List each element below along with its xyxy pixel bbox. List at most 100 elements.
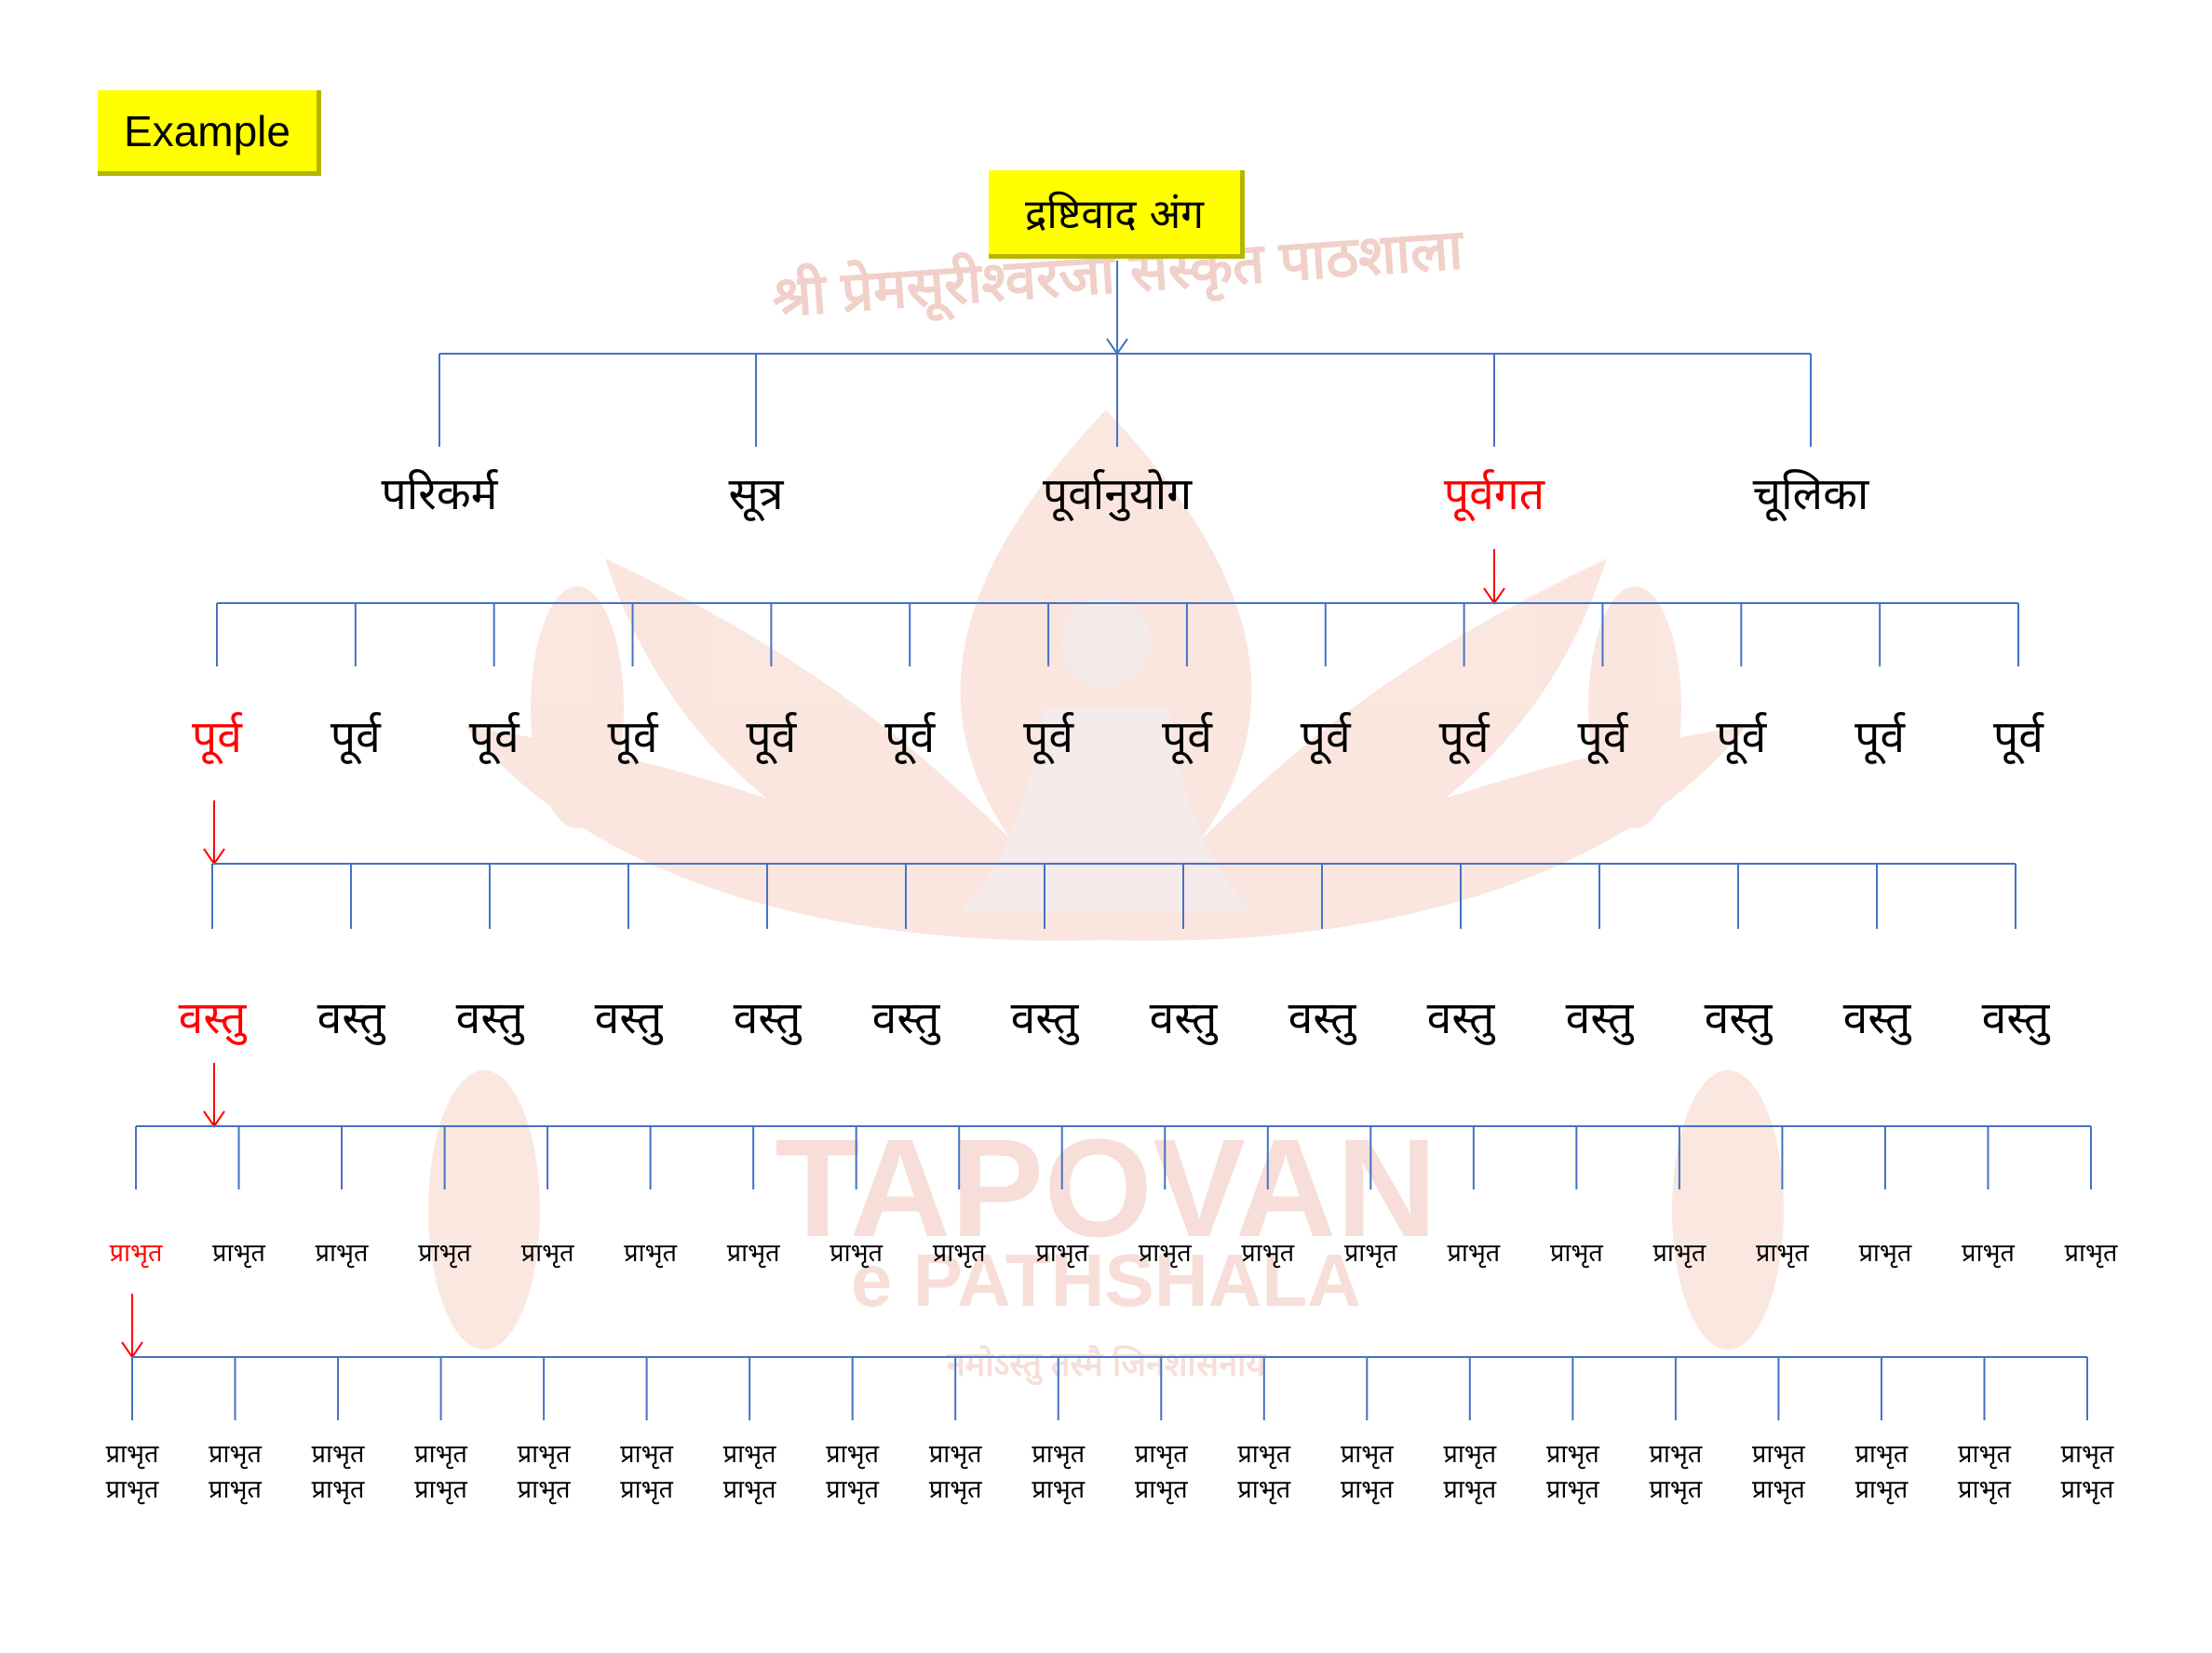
level5-label-line1: प्राभृत (1237, 1440, 1291, 1469)
level5-node: प्राभृत प्राभृत (620, 1437, 673, 1508)
level5-label-line1: प्राभृत (826, 1440, 880, 1469)
level4-node: प्राभृत (1858, 1239, 1912, 1268)
level4-node: प्राभृत (1549, 1239, 1603, 1268)
level5-label-line2: प्राभृत (1545, 1475, 1599, 1504)
level3-node: वस्तु (455, 992, 524, 1044)
level1-node: परिकर्म (381, 468, 498, 520)
level5-label-line2: प्राभृत (1032, 1475, 1086, 1504)
level5-label-line2: प्राभृत (722, 1475, 776, 1504)
level5-label-line1: प्राभृत (2060, 1440, 2114, 1469)
level2-node: पूर्व (468, 711, 519, 763)
level3-node: वस्तु (1704, 992, 1773, 1044)
level5-label-line1: प्राभृत (620, 1440, 673, 1469)
level3-node: वस्तु (178, 992, 247, 1044)
level5-label-line1: प्राभृत (1545, 1440, 1599, 1469)
level4-node: प्राभृत (520, 1239, 574, 1268)
level5-node: प्राभृत प्राभृत (1855, 1437, 1909, 1508)
level1-node: चूलिका (1752, 468, 1869, 520)
watermark-tagline: नमोऽस्तु तस्मै जिनशासनाय (946, 1345, 1266, 1383)
level5-node: प्राभृत प्राभृत (106, 1437, 159, 1508)
level4-node: प्राभृत (830, 1239, 883, 1268)
level5-label-line1: प्राभृत (1855, 1440, 1909, 1469)
level2-node: पूर्व (1300, 711, 1351, 763)
level5-label-line2: प्राभृत (311, 1475, 365, 1504)
level5-node: प्राभृत प्राभृत (1341, 1437, 1394, 1508)
level5-label-line2: प्राभृत (105, 1475, 159, 1504)
level2-node: पूर्व (746, 711, 797, 763)
level3-node: वस्तु (594, 992, 663, 1044)
level5-label-line2: प्राभृत (1855, 1475, 1909, 1504)
watermark-title: TAPOVAN (775, 1109, 1437, 1266)
level2-node: पूर्व (1438, 711, 1490, 763)
level2-node: पूर्व (607, 711, 658, 763)
level2-node: पूर्व (1716, 711, 1767, 763)
level5-label-line1: प्राभृत (517, 1440, 571, 1469)
level5-label-line1: प्राभृत (1752, 1440, 1805, 1469)
level5-label-line1: प्राभृत (1340, 1440, 1394, 1469)
level4-node: प्राभृत (932, 1239, 986, 1268)
level5-label-line2: प्राभृत (414, 1475, 467, 1504)
level5-node: प्राभृत प्राभृत (1752, 1437, 1805, 1508)
level4-node: प्राभृत (726, 1239, 780, 1268)
level5-label-line2: प्राभृत (1752, 1475, 1805, 1504)
level5-label-line1: प्राभृत (722, 1440, 776, 1469)
level4-node: प्राभृत (624, 1239, 677, 1268)
level5-label-line1: प्राभृत (928, 1440, 982, 1469)
level5-label-line1: प्राभृत (1443, 1440, 1497, 1469)
level5-label-line2: प्राभृत (928, 1475, 982, 1504)
level5-node: प्राभृत प्राभृत (2061, 1437, 2114, 1508)
level5-label-line1: प्राभृत (1134, 1440, 1188, 1469)
level4-node: प्राभृत (1138, 1239, 1192, 1268)
level3-node: वस्तु (1149, 992, 1218, 1044)
level4-node: प्राभृत (1035, 1239, 1089, 1268)
level2-node: पूर्व (1577, 711, 1628, 763)
level1-node: पूर्वानुयोग (1042, 468, 1193, 520)
level5-label-line1: प्राभृत (1032, 1440, 1086, 1469)
level4-node: प्राभृत (315, 1239, 369, 1268)
level3-node: वस्तु (1426, 992, 1495, 1044)
level5-label-line2: प्राभृत (1649, 1475, 1703, 1504)
level4-node: प्राभृत (1652, 1239, 1706, 1268)
level2-node: पूर्व (192, 711, 242, 763)
level5-label-line2: प्राभृत (209, 1475, 262, 1504)
level3-node: वस्तु (1565, 992, 1634, 1044)
level5-node: प्राभृत प्राभृत (414, 1437, 467, 1508)
watermark-subtitle: e PATHSHALA (850, 1239, 1362, 1322)
level4-node: प्राभृत (212, 1239, 265, 1268)
level1-node: पूर्वगत (1443, 468, 1545, 520)
level5-node: प्राभृत प्राभृत (1546, 1437, 1599, 1508)
level5-label-line1: प्राभृत (414, 1440, 467, 1469)
level4-node: प्राभृत (2064, 1239, 2118, 1268)
level5-label-line2: प्राभृत (1958, 1475, 2011, 1504)
level3-node: वस्तु (317, 992, 385, 1044)
level5-label-line1: प्राभृत (105, 1440, 159, 1469)
level5-label-line2: प्राभृत (1340, 1475, 1394, 1504)
level5-label-line1: प्राभृत (311, 1440, 365, 1469)
level5-label-line2: प्राभृत (620, 1475, 673, 1504)
level3-node: वस्तु (733, 992, 802, 1044)
level5-label-line2: प्राभृत (2060, 1475, 2114, 1504)
level5-node: प्राभृत प्राभृत (312, 1437, 365, 1508)
level4-node: प्राभृत (418, 1239, 471, 1268)
level5-label-line2: प्राभृत (826, 1475, 880, 1504)
level3-node: वस्तु (871, 992, 940, 1044)
level4-node: प्राभृत (109, 1239, 163, 1268)
level4-node: प्राभृत (1241, 1239, 1295, 1268)
level2-node: पूर्व (330, 711, 381, 763)
level2-node: पूर्व (884, 711, 936, 763)
level3-node: वस्तु (1842, 992, 1911, 1044)
level5-node: प्राभृत प्राभृत (1032, 1437, 1085, 1508)
level2-node: पूर्व (1161, 711, 1212, 763)
level3-node: वस्तु (1010, 992, 1079, 1044)
level5-label-line2: प्राभृत (1443, 1475, 1497, 1504)
level5-node: प्राभृत प्राभृत (723, 1437, 776, 1508)
level2-node: पूर्व (1023, 711, 1074, 763)
level3-node: वस्तु (1288, 992, 1356, 1044)
root-node: द्रष्टिवाद अंग (989, 170, 1245, 259)
level5-node: प्राभृत प्राभृत (929, 1437, 982, 1508)
